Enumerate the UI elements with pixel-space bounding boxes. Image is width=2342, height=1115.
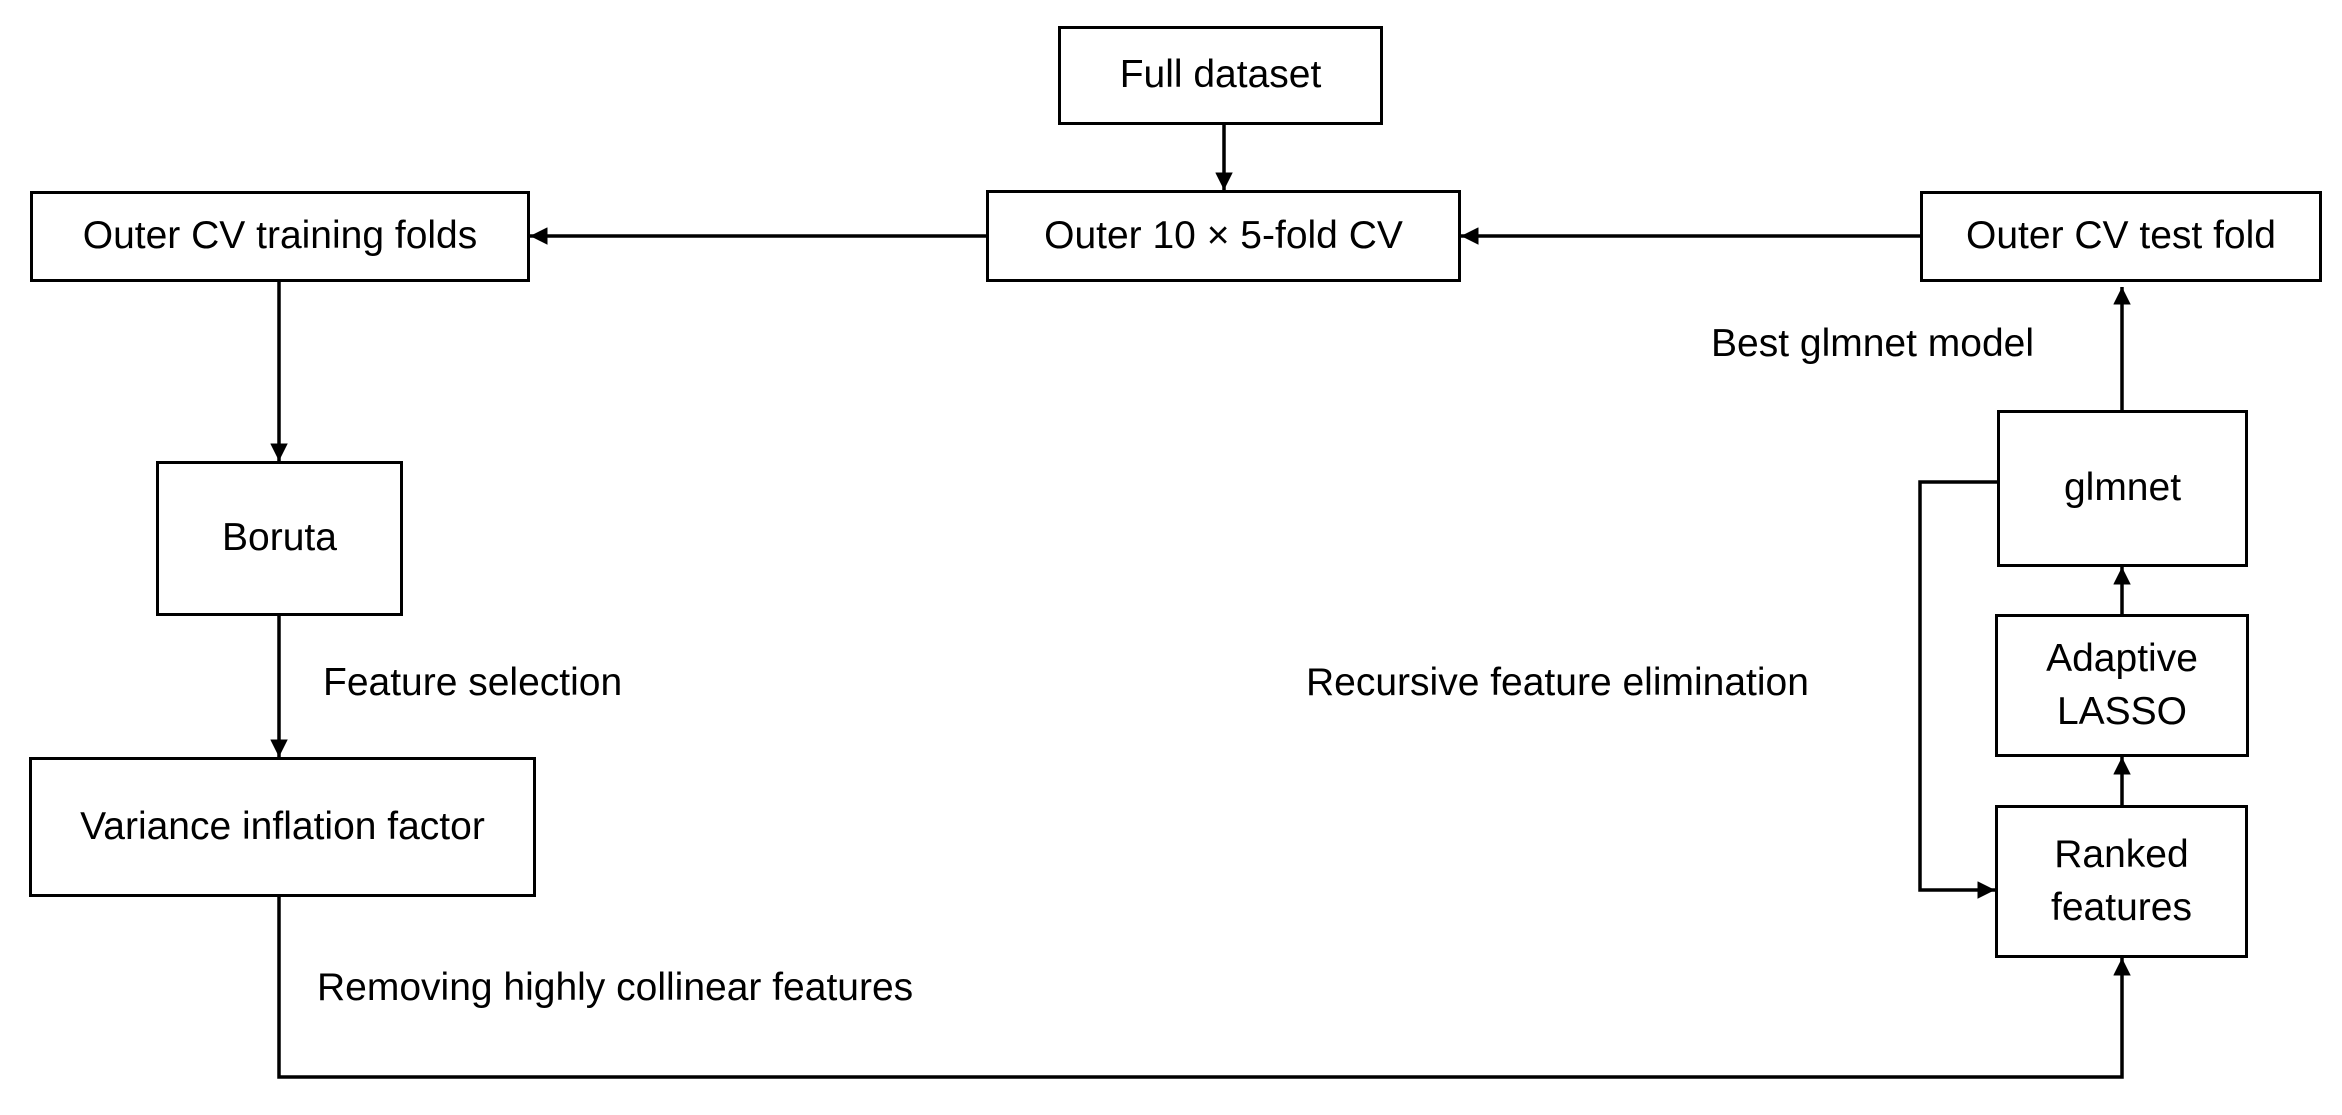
recursive-feature-elimination-label: Recursive feature elimination [1306, 661, 1809, 704]
ranked-features-line2: features [2051, 885, 2192, 929]
adaptive-lasso-line1: Adaptive [2046, 636, 2198, 680]
adaptive-lasso-node: Adaptive LASSO [1995, 614, 2249, 757]
ranked-features-text: Ranked features [2051, 829, 2192, 934]
ranked-features-line1: Ranked [2054, 832, 2189, 876]
vif-label: Variance inflation factor [80, 804, 485, 848]
full-dataset-label: Full dataset [1119, 53, 1322, 97]
vif-node: Variance inflation factor [29, 757, 536, 897]
full-dataset-node: Full dataset [1058, 26, 1383, 125]
feature-selection-label: Feature selection [323, 661, 623, 704]
outer-training-folds-node: Outer CV training folds [30, 191, 530, 282]
edge-recursive-loop [1918, 480, 1997, 899]
outer-cv-label: Outer 10 × 5-fold CV [1044, 213, 1403, 257]
glmnet-label: glmnet [2063, 466, 2182, 510]
removing-collinear-label: Removing highly collinear features [317, 966, 914, 1009]
adaptive-lasso-text: Adaptive LASSO [2046, 633, 2198, 738]
ranked-features-node: Ranked features [1995, 805, 2248, 958]
outer-training-folds-label: Outer CV training folds [82, 214, 478, 258]
outer-test-fold-node: Outer CV test fold [1920, 191, 2322, 282]
boruta-node: Boruta [156, 461, 403, 616]
edge-vif-to-ranked [277, 897, 2131, 1079]
adaptive-lasso-line2: LASSO [2056, 689, 2188, 733]
best-glmnet-model-label: Best glmnet model [1711, 322, 2034, 365]
glmnet-node: glmnet [1997, 410, 2248, 567]
boruta-label: Boruta [222, 516, 337, 560]
outer-cv-node: Outer 10 × 5-fold CV [986, 190, 1461, 282]
outer-test-fold-label: Outer CV test fold [1966, 214, 2276, 258]
